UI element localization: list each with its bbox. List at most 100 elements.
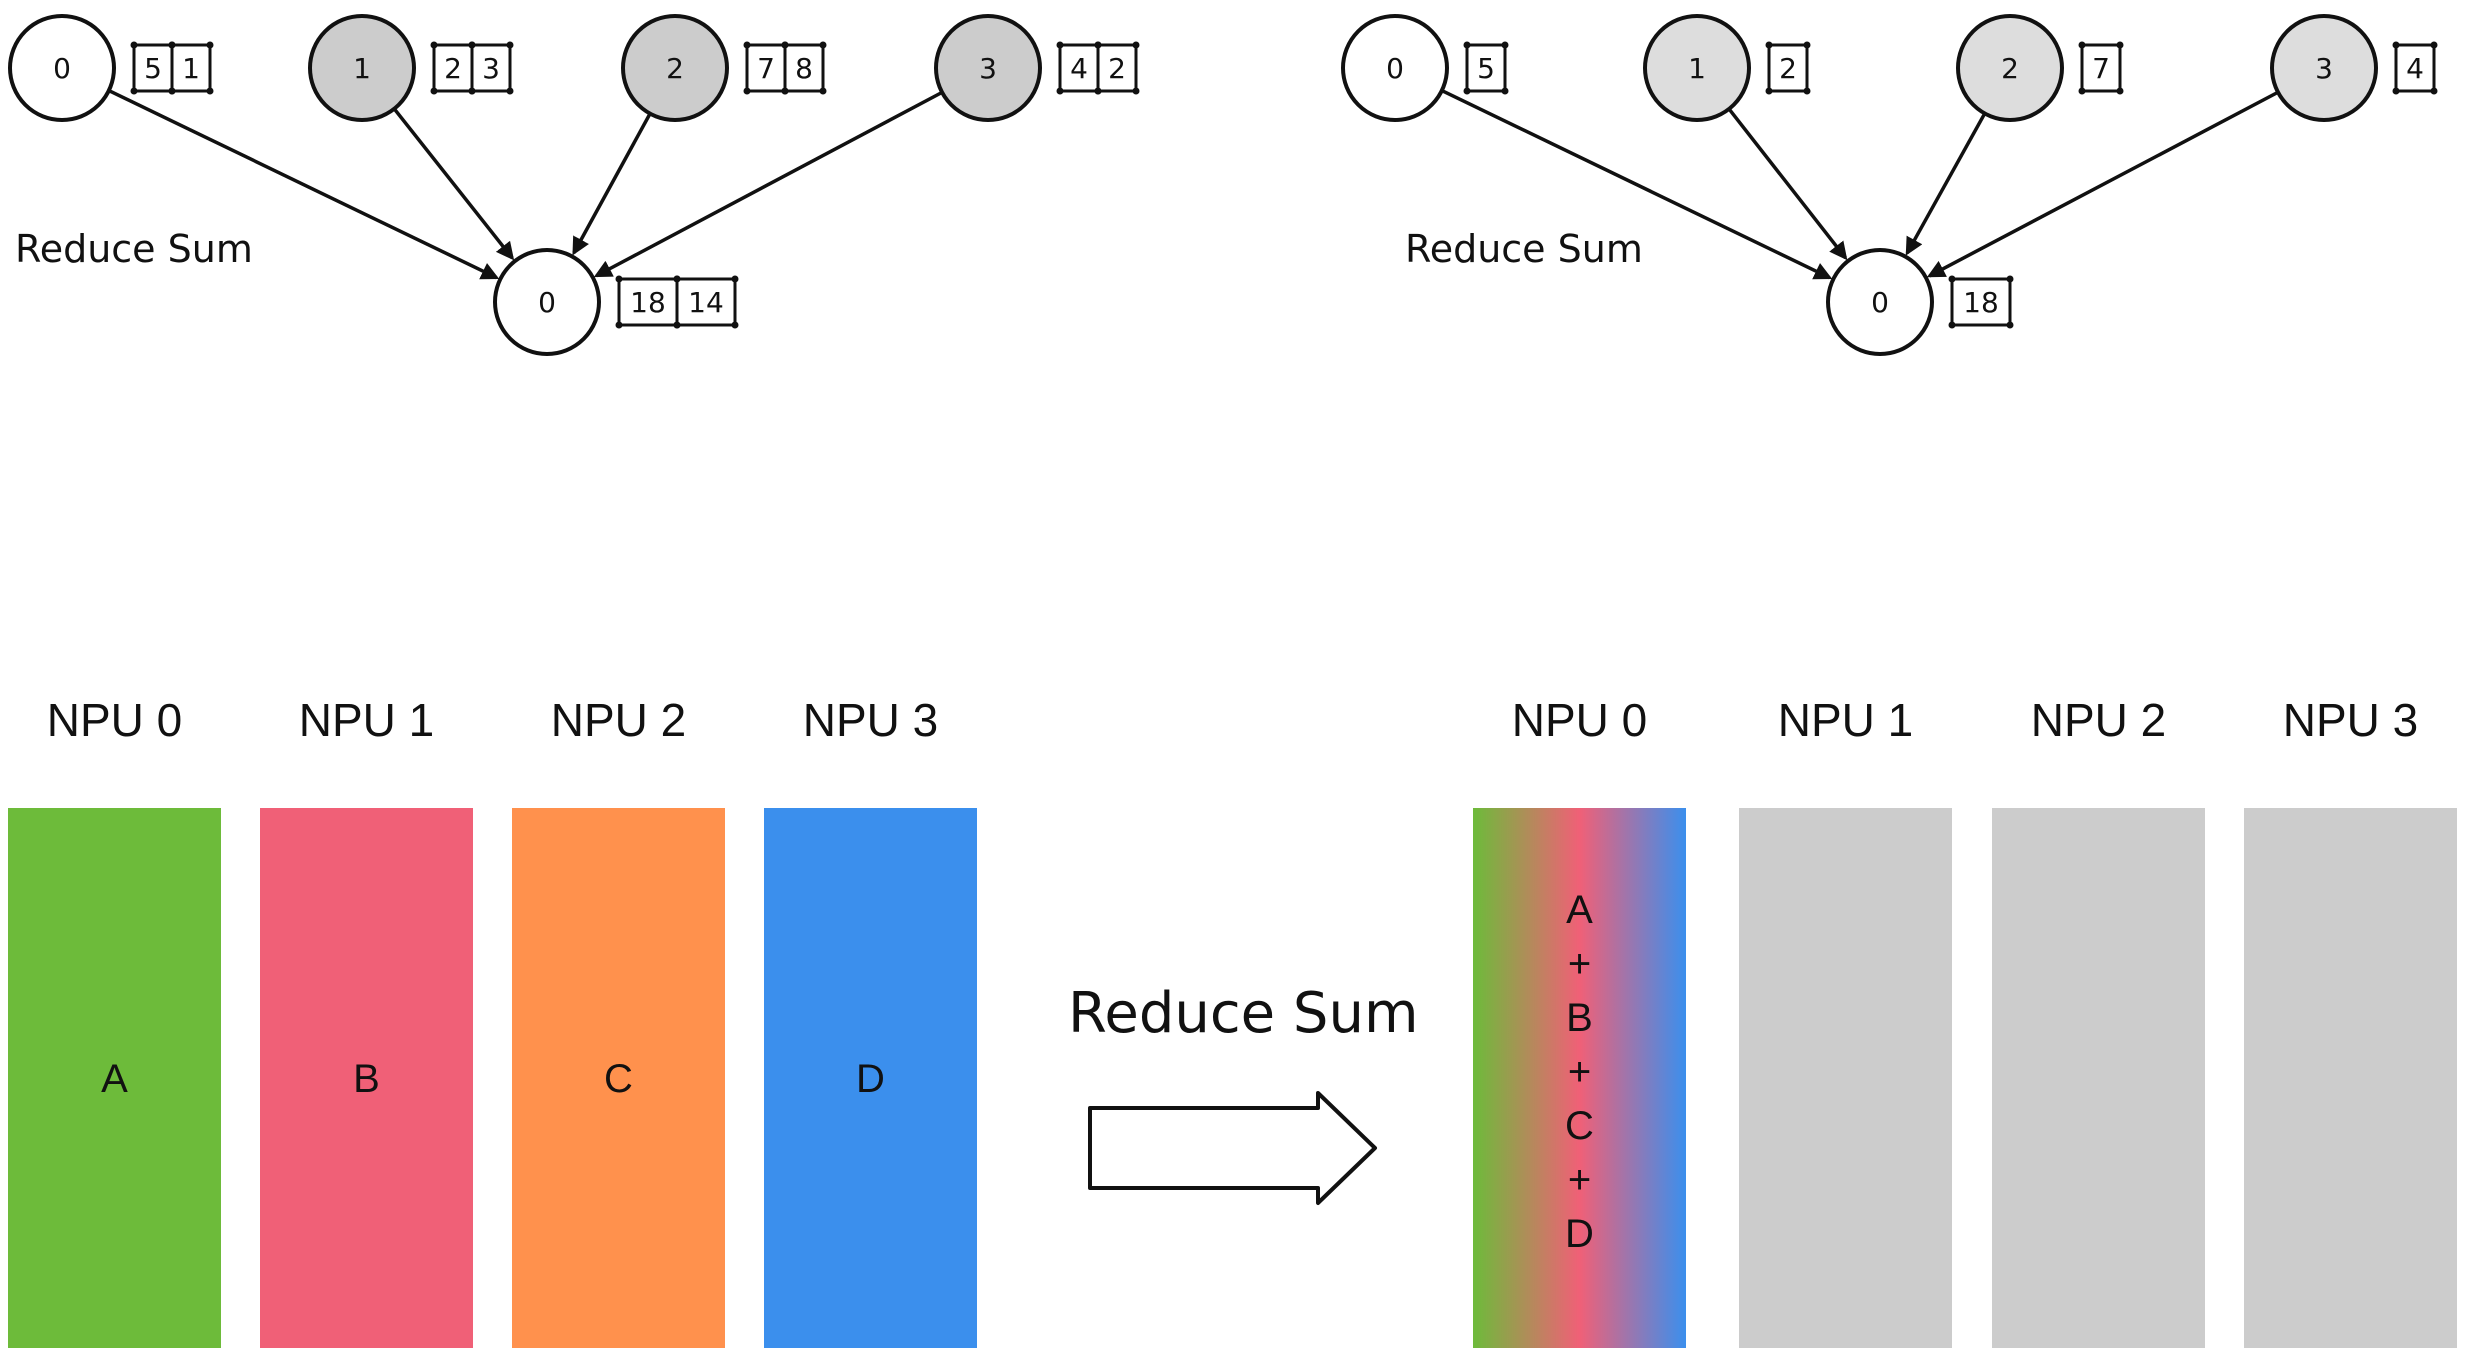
node-id: 0 xyxy=(1386,52,1404,85)
value-text: 3 xyxy=(482,52,500,85)
npu-column-2: NPU 2 xyxy=(1992,694,2205,1348)
sum-term: + xyxy=(1568,942,1591,986)
node-id: 2 xyxy=(666,52,684,85)
cell-corner-dot xyxy=(1948,321,1956,329)
reduce-arrow: Reduce Sum xyxy=(1068,981,1419,1205)
cell-corner-dot xyxy=(506,41,514,49)
cell-corner-dot xyxy=(1056,41,1064,49)
value-text: 1 xyxy=(182,52,200,85)
block-letter: A xyxy=(101,1057,128,1101)
node-circle xyxy=(308,14,416,122)
node-circle xyxy=(493,248,601,356)
cell-corner-dot xyxy=(819,41,827,49)
value-cell xyxy=(132,43,174,93)
npu-label: NPU 0 xyxy=(47,694,182,746)
cell-corner-dot xyxy=(1132,87,1140,95)
npu-label: NPU 1 xyxy=(299,694,434,746)
value-text: 7 xyxy=(2092,52,2110,85)
npu-data-block xyxy=(2244,808,2457,1348)
value-cell xyxy=(1767,43,1809,93)
node-circle xyxy=(1826,248,1934,356)
node-circle xyxy=(1643,14,1751,122)
cell-corner-dot xyxy=(1501,87,1509,95)
node-circle xyxy=(621,14,729,122)
value-cell xyxy=(2080,43,2122,93)
value-text: 18 xyxy=(630,286,666,319)
npu-label: NPU 3 xyxy=(803,694,938,746)
value-text: 14 xyxy=(688,286,724,319)
cell-corner-dot xyxy=(2430,41,2438,49)
cell-corner-dot xyxy=(2006,321,2014,329)
npu-column-2: NPU 2C xyxy=(512,694,725,1348)
cell-corner-dot xyxy=(1803,41,1811,49)
cell-corner-dot xyxy=(430,41,438,49)
cell-corner-dot xyxy=(2078,87,2086,95)
reduce-edge-arrow xyxy=(1441,89,1833,280)
node-circle xyxy=(1341,14,1449,122)
node-circle xyxy=(2270,14,2378,122)
value-cell xyxy=(1058,43,1100,93)
cell-corner-dot xyxy=(673,321,681,329)
cell-corner-dot xyxy=(731,275,739,283)
npu-label: NPU 2 xyxy=(551,694,686,746)
node-circle xyxy=(934,14,1042,122)
value-text: 18 xyxy=(1963,286,1999,319)
cell-corner-dot xyxy=(168,41,176,49)
node-circle xyxy=(1956,14,2064,122)
node-circle xyxy=(8,14,116,122)
npu-data-block xyxy=(512,808,725,1348)
sum-term: + xyxy=(1568,1158,1591,1202)
reduce-edge-arrow xyxy=(1727,107,1848,261)
cell-corner-dot xyxy=(743,41,751,49)
cell-corner-dot xyxy=(615,275,623,283)
node-id: 0 xyxy=(538,286,556,319)
target-node-0: 0 18 xyxy=(1826,248,2014,356)
npu-label: NPU 1 xyxy=(1778,694,1913,746)
value-cell xyxy=(2394,43,2436,93)
target-node-0: 0 18 14 xyxy=(493,248,739,356)
value-cell xyxy=(783,43,825,93)
tree-caption: Reduce Sum xyxy=(15,227,253,271)
npu-data-block xyxy=(764,808,977,1348)
sum-term: B xyxy=(1566,996,1593,1040)
cell-corner-dot xyxy=(1094,87,1102,95)
cell-corner-dot xyxy=(468,41,476,49)
cell-corner-dot xyxy=(743,87,751,95)
npu-data-block xyxy=(1739,808,1952,1348)
node-id: 1 xyxy=(1688,52,1706,85)
value-text: 2 xyxy=(444,52,462,85)
reduce-edge-arrow xyxy=(1905,112,1987,256)
npu-column-3: NPU 3 D xyxy=(764,694,977,1348)
block-letter: D xyxy=(856,1057,885,1101)
reduce-edge-arrow xyxy=(1926,90,2279,278)
value-cell xyxy=(675,277,737,327)
cell-corner-dot xyxy=(2116,87,2124,95)
reduce-edge-arrow xyxy=(572,112,652,256)
cell-corner-dot xyxy=(1463,87,1471,95)
node-id: 0 xyxy=(1871,286,1889,319)
cell-corner-dot xyxy=(1056,87,1064,95)
cell-corner-dot xyxy=(2392,41,2400,49)
value-text: 2 xyxy=(1779,52,1797,85)
node-id: 2 xyxy=(2001,52,2019,85)
npu-column-0: NPU 0 A xyxy=(8,694,221,1348)
sum-term: D xyxy=(1565,1212,1594,1256)
node-id: 1 xyxy=(353,52,371,85)
cell-corner-dot xyxy=(130,41,138,49)
cell-corner-dot xyxy=(1948,275,1956,283)
cell-corner-dot xyxy=(781,41,789,49)
cell-corner-dot xyxy=(673,275,681,283)
cell-corner-dot xyxy=(1803,87,1811,95)
node-id: 3 xyxy=(2315,52,2333,85)
node-id: 0 xyxy=(53,52,71,85)
